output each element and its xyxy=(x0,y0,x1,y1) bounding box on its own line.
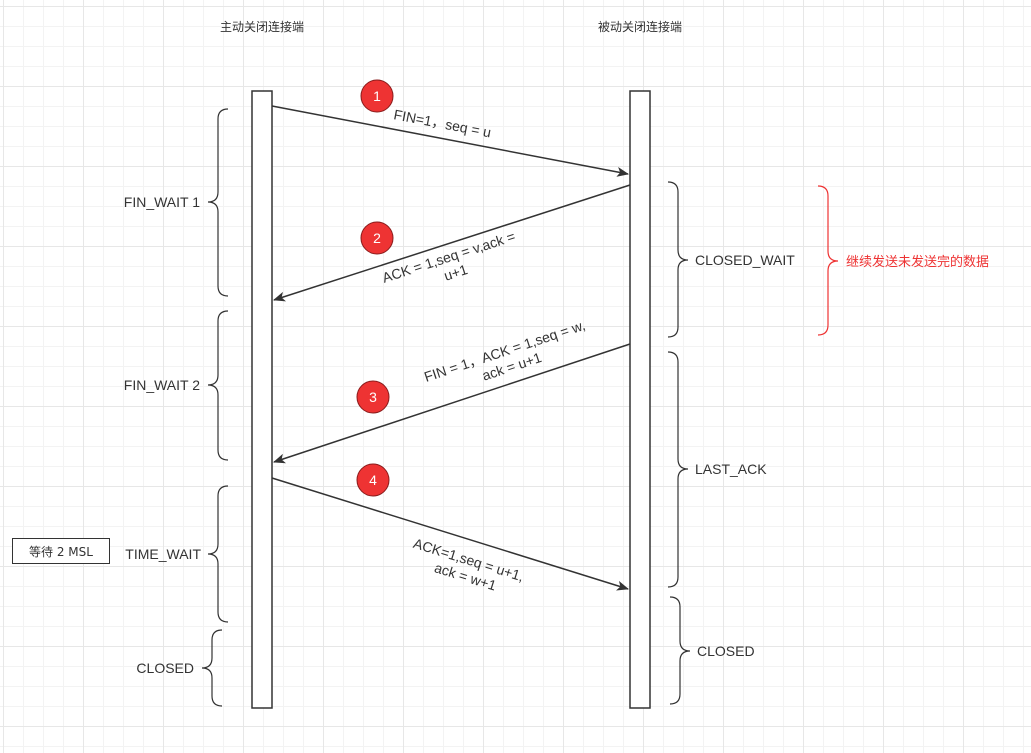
message-arrow-4 xyxy=(271,477,629,591)
brace-closed-active xyxy=(201,629,223,707)
state-label-fin-wait-1: FIN_WAIT 1 xyxy=(124,194,200,210)
step-badge-1-number: 1 xyxy=(373,88,381,104)
message-label-1: FIN=1，seq = u xyxy=(392,106,492,140)
state-label-closed-passive: CLOSED xyxy=(697,643,755,659)
step-badge-2: 2 xyxy=(360,221,394,255)
message-arrow-3 xyxy=(273,343,631,464)
step-badge-4-number: 4 xyxy=(369,472,377,488)
state-label-closed-active: CLOSED xyxy=(136,660,194,676)
brace-continue-send xyxy=(817,185,839,336)
message-label-2: ACK = 1,seq = v,ack = u+1 xyxy=(380,227,526,302)
note-wait-2msl-label: 等待 2 MSL xyxy=(29,544,93,559)
state-label-time-wait: TIME_WAIT xyxy=(125,546,201,562)
passive-lifeline xyxy=(629,90,651,709)
brace-time-wait xyxy=(207,485,229,623)
state-label-last-ack: LAST_ACK xyxy=(695,461,767,477)
message-label-4: ACK=1,seq = u+1, ack = w+1 xyxy=(406,535,529,602)
message-arrow-1 xyxy=(271,105,629,177)
message-arrow-2 xyxy=(273,184,631,302)
brace-closed-wait xyxy=(667,181,689,338)
lane-title-active: 主动关闭连接端 xyxy=(220,19,304,34)
note-continue-send: 继续发送未发送完的数据 xyxy=(846,254,989,270)
lane-title-passive: 被动关闭连接端 xyxy=(598,19,682,34)
message-1-line-1: FIN=1，seq = u xyxy=(392,106,492,140)
note-wait-2msl-box: 等待 2 MSL xyxy=(12,538,110,564)
step-badge-2-number: 2 xyxy=(373,230,381,246)
step-badge-1: 1 xyxy=(360,79,394,113)
brace-fin-wait-1 xyxy=(207,108,229,297)
step-badge-3-number: 3 xyxy=(369,389,377,405)
message-2-line-2: u+1 xyxy=(442,261,470,284)
active-lifeline xyxy=(251,90,273,709)
step-badge-3: 3 xyxy=(356,380,390,414)
brace-closed-passive xyxy=(669,596,691,705)
brace-last-ack xyxy=(667,351,689,588)
step-badge-4: 4 xyxy=(356,463,390,497)
state-label-closed-wait: CLOSED_WAIT xyxy=(695,252,795,268)
state-label-fin-wait-2: FIN_WAIT 2 xyxy=(124,377,200,393)
brace-fin-wait-2 xyxy=(207,310,229,461)
message-label-3: FIN = 1，ACK = 1,seq = w, ack = u+1 xyxy=(422,316,596,401)
